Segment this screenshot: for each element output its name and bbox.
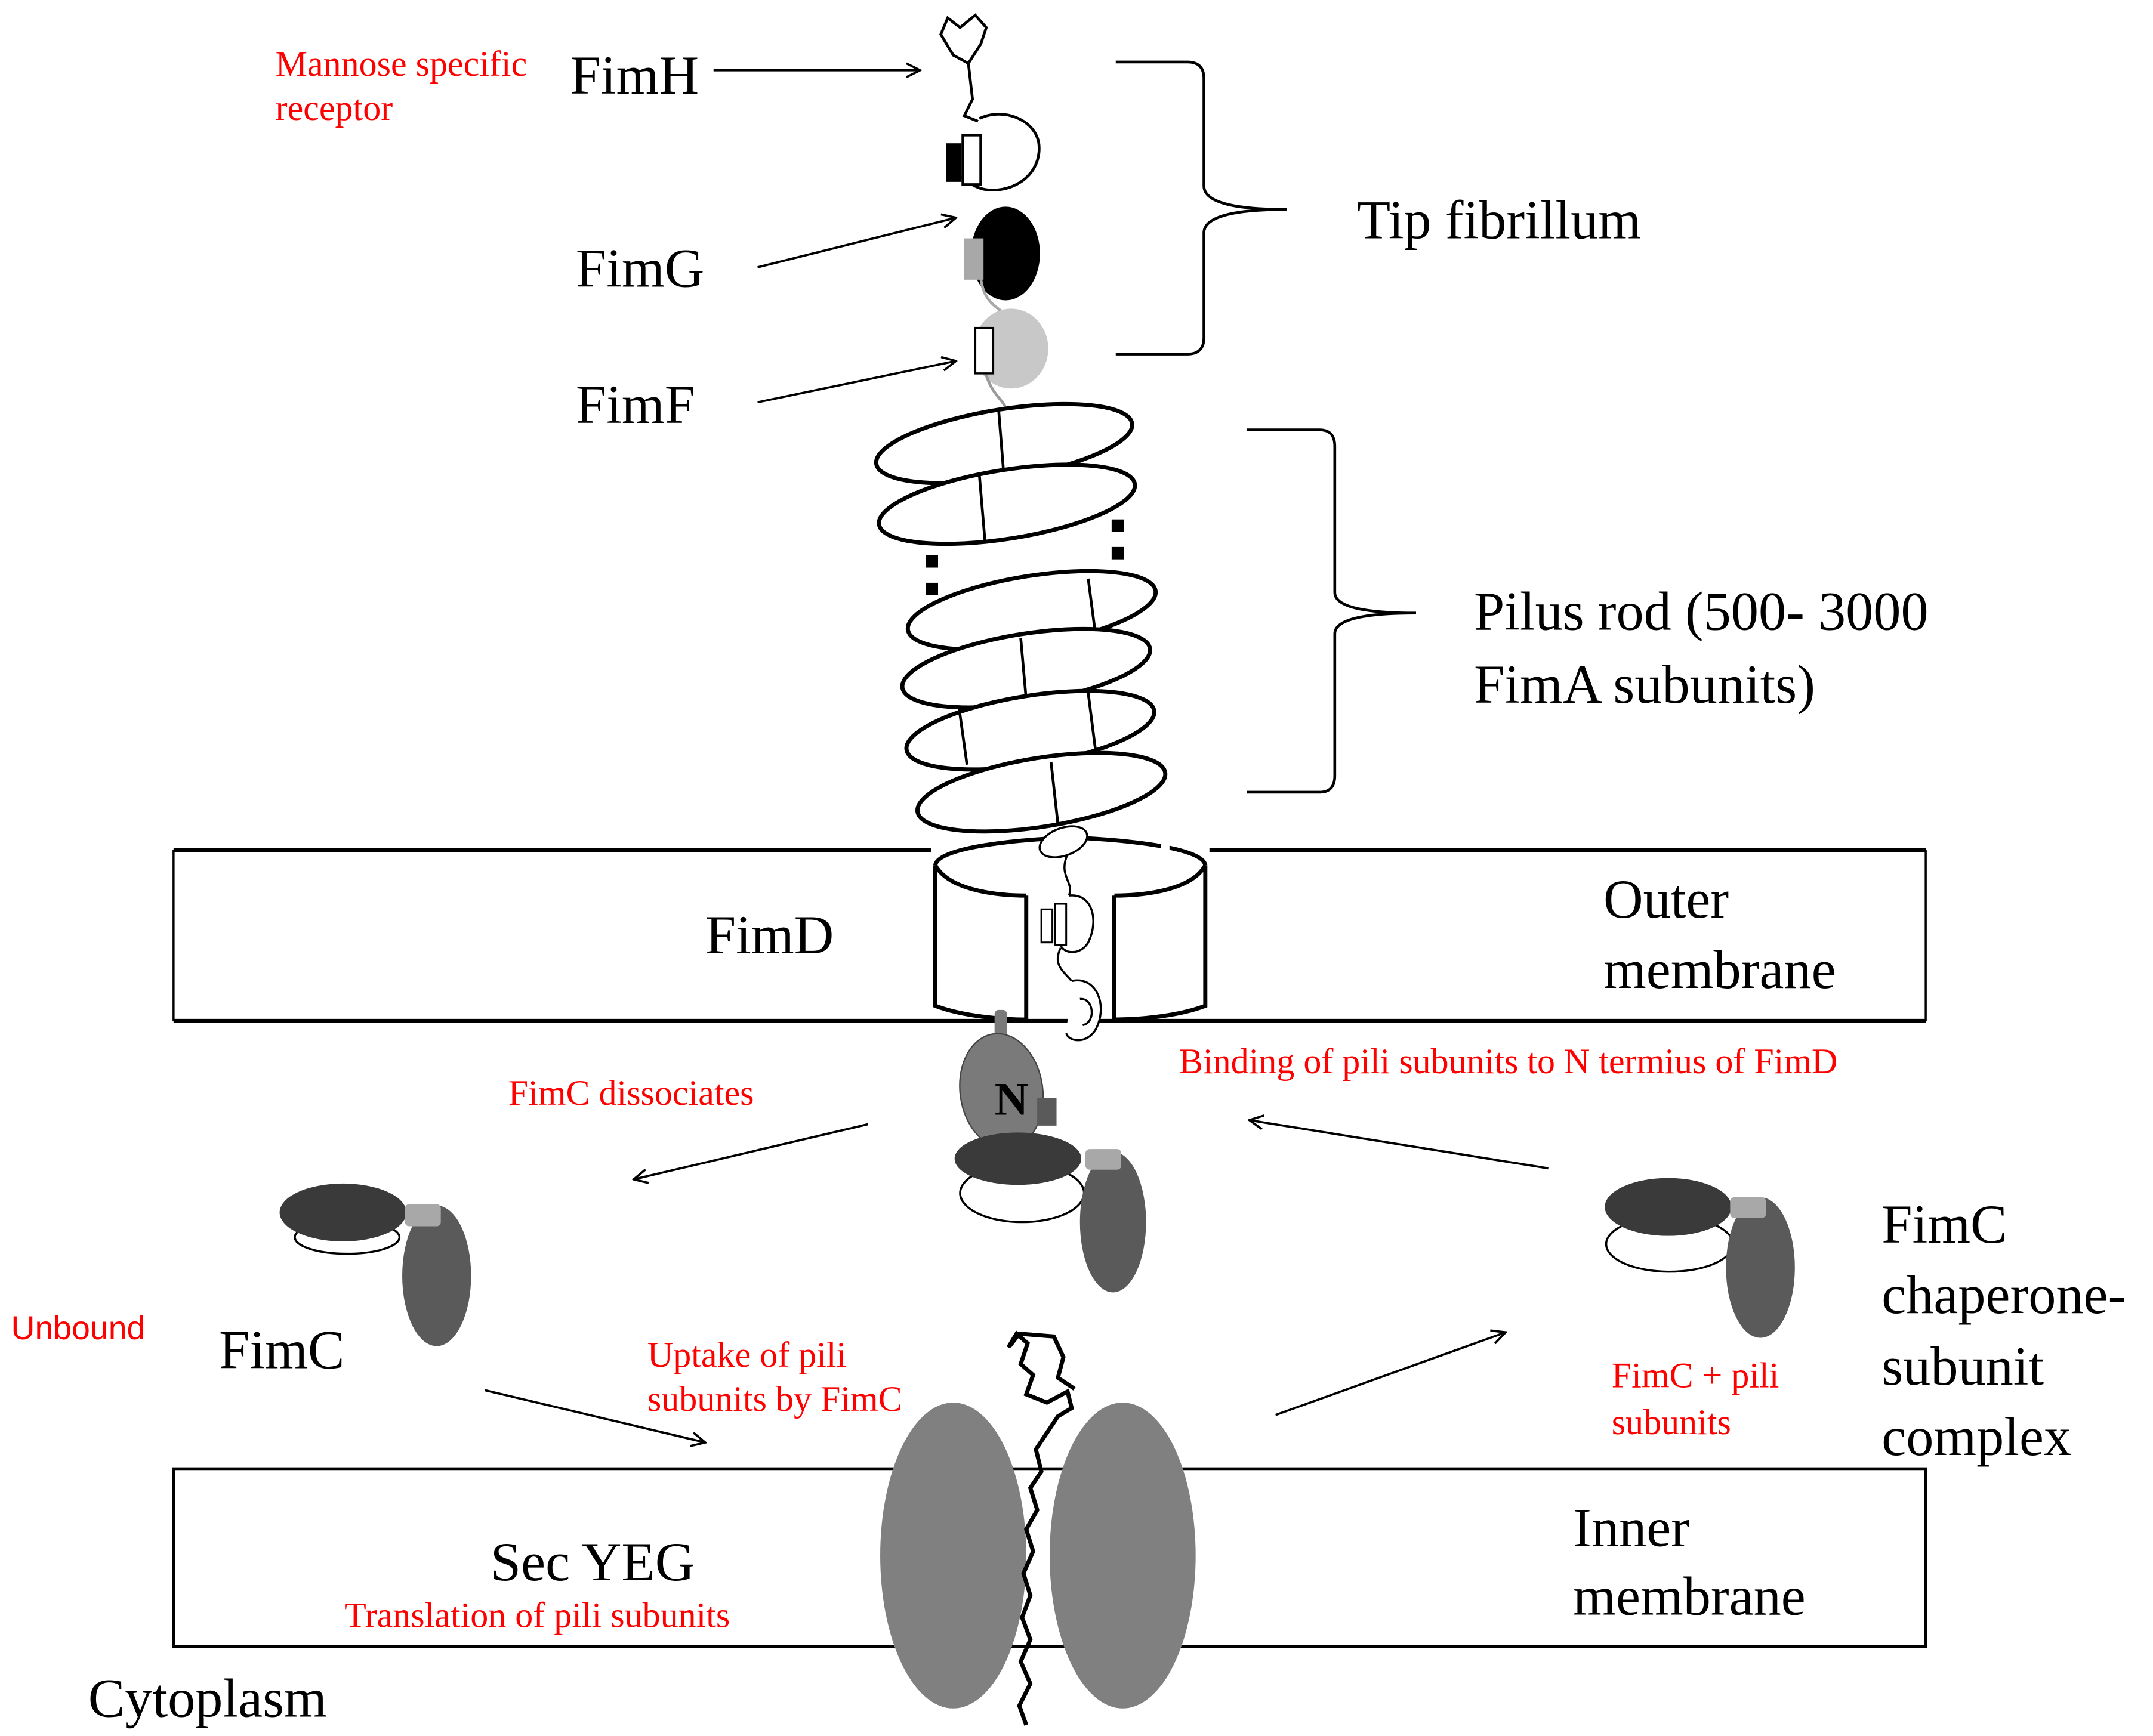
fimc-pili-label-line2: subunits [1612, 1403, 1731, 1442]
cytoplasm-label: Cytoplasm [88, 1668, 327, 1729]
mannose-label-line1: Mannose specific [276, 44, 528, 84]
translocating-subunits [1038, 825, 1102, 1042]
secyeg-translocon [880, 1330, 1196, 1726]
outer-membrane-label-line2: membrane [1603, 939, 1836, 1000]
fimc-chaperone-subunit-complex [1605, 1178, 1795, 1338]
uptake-label-line2: subunits by FimC [647, 1379, 902, 1419]
pilus-rod-brace [1247, 428, 1417, 794]
binding-label: Binding of pili subunits to N termius of… [1179, 1042, 1837, 1081]
fimh-subunit [939, 13, 1041, 192]
arrow-to-complex [1275, 1332, 1506, 1416]
translation-label: Translation of pili subunits [344, 1596, 730, 1635]
complex-label-line2: chaperone- [1881, 1264, 2126, 1325]
inner-membrane-label-line1: Inner [1573, 1497, 1689, 1558]
complex-label-line3: subunit [1881, 1336, 2044, 1397]
fimc-dissociates-label: FimC dissociates [508, 1073, 754, 1113]
pilus-rod-label-line2: FimA subunits) [1474, 654, 1815, 715]
uptake-label-line1: Uptake of pili [647, 1335, 846, 1374]
inner-membrane [172, 1467, 1927, 1648]
fimg-subunit [964, 206, 1040, 316]
fimg-label: FimG [576, 237, 704, 298]
arrow-to-fimg [757, 218, 956, 268]
complex-label-line4: complex [1881, 1406, 2071, 1467]
pilus-rod [874, 401, 1168, 834]
arrow-fimc-dissociates [634, 1123, 868, 1179]
complex-label-line1: FimC [1881, 1194, 2007, 1255]
unbound-label: Unbound [11, 1309, 145, 1346]
n-terminus-label: N [995, 1073, 1029, 1125]
arrow-to-fimf [757, 361, 956, 404]
arrow-binding [1250, 1120, 1549, 1170]
fimc-pili-label-line1: FimC + pili [1612, 1356, 1779, 1395]
tip-fibrillum-label: Tip fibrillum [1357, 190, 1641, 251]
outer-membrane-label-line1: Outer [1603, 869, 1729, 929]
fimf-label: FimF [576, 374, 695, 435]
mannose-label-line2: receptor [276, 88, 393, 128]
fimd-usher-pore [931, 835, 1210, 1022]
unbound-fimc-chaperone [279, 1183, 471, 1346]
fimf-subunit [974, 308, 1048, 409]
fimd-label: FimD [705, 904, 834, 965]
tip-fibrillum-brace [1115, 60, 1287, 356]
pilus-rod-label-line1: Pilus rod (500- 3000 [1474, 580, 1929, 641]
fimh-label: FimH [570, 45, 699, 106]
sec-yeg-label: Sec YEG [491, 1531, 695, 1592]
arrow-uptake [485, 1389, 705, 1442]
fimc-label: FimC [219, 1319, 344, 1380]
inner-membrane-label-line2: membrane [1573, 1566, 1806, 1627]
fimd-n-terminus-complex [954, 1009, 1146, 1293]
